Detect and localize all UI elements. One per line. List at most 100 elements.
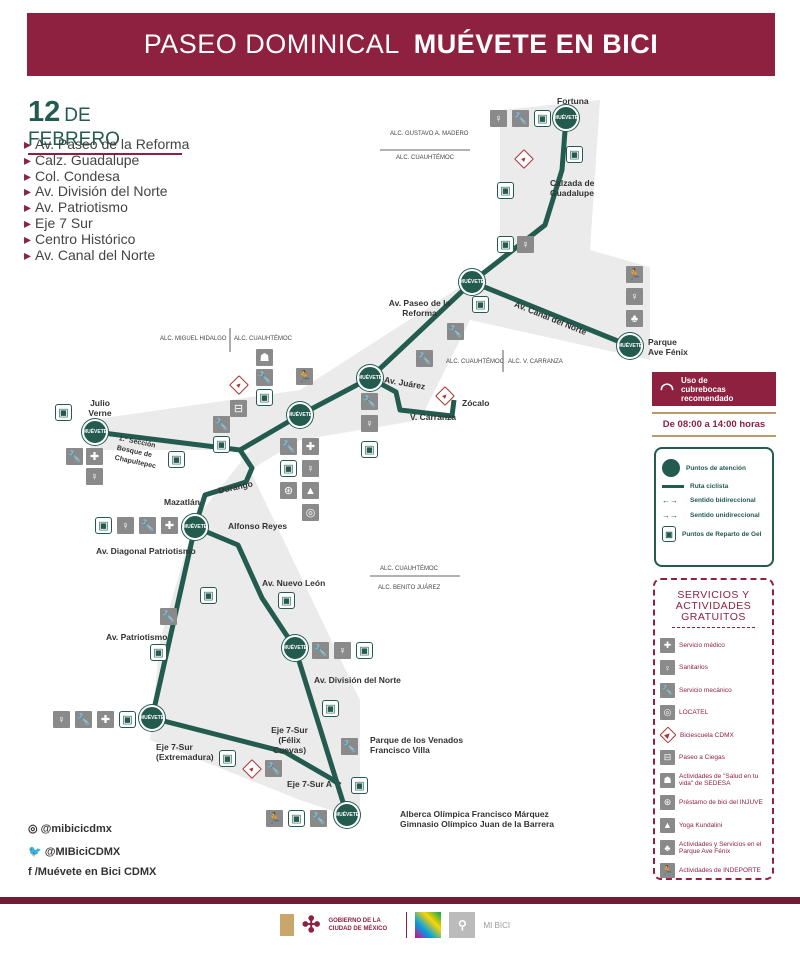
place-label: Gimnasio Olímpico Juan de la Barrera <box>400 819 554 829</box>
service-label: LOCATEL <box>679 709 709 717</box>
place-label: Mazatlán <box>164 497 200 507</box>
divider <box>406 912 408 938</box>
gel-icon: ▣ <box>322 700 339 717</box>
legend-label: Ruta ciclista <box>690 483 729 490</box>
gel-icon: ▣ <box>213 436 230 453</box>
route-item: Av. Patriotismo <box>24 199 189 216</box>
route-juarez <box>368 375 457 419</box>
attention-point-juarez[interactable]: MUÉVETE <box>357 365 383 391</box>
services-legend: SERVICIOS Y ACTIVIDADES GRATUITOS ✚Servi… <box>653 578 774 880</box>
paseo-ciegas-icon: ⊟ <box>660 750 675 766</box>
bidirectional-arrow-icon: ←→ <box>662 496 678 505</box>
place-label: Parque de los Venados Francisco Villa <box>370 735 464 755</box>
place-label: V. Carranza <box>410 412 456 422</box>
place-label: Julio Verne <box>88 398 112 418</box>
gel-icon: ▣ <box>662 526 676 542</box>
gel-icon: ▣ <box>472 296 489 313</box>
facebook-handle: /Muévete en Bici CDMX <box>34 866 157 878</box>
title-bold: MUÉVETE EN BICI <box>413 29 659 59</box>
gel-icon: ▣ <box>278 592 295 609</box>
gel-icon: ▣ <box>361 441 378 458</box>
title-light: PASEO DOMINICAL <box>143 29 400 59</box>
service-label: Préstamo de bici del INJUVE <box>679 799 763 807</box>
gel-icon: ▣ <box>497 236 514 253</box>
gel-icon: ▣ <box>497 182 514 199</box>
route-item: Calz. Guadalupe <box>24 152 189 169</box>
instagram-icon: ◎ <box>28 823 41 835</box>
place-label: Eje 7-Sur (Extremadura) <box>156 742 214 762</box>
alcaldia-label: ALC. GUSTAVO A. MADERO <box>390 131 469 137</box>
route-item: Centro Histórico <box>24 231 189 248</box>
route-item: Av. División del Norte <box>24 184 189 200</box>
attention-point-mazatlan[interactable]: MUÉVETE <box>182 514 208 540</box>
wrench-icon: 🔧 <box>280 438 297 455</box>
place-label: Eje 7-Sur A <box>287 779 333 789</box>
place-label: Calzada de Guadalupe <box>550 178 595 198</box>
alcaldia-label: ALC. CUAUHTÉMOC <box>234 336 293 342</box>
indeporte-icon: 🏃 <box>626 266 643 283</box>
wrench-icon: 🔧 <box>66 448 83 465</box>
restroom-icon: ♀ <box>660 660 675 676</box>
attention-point-angel[interactable]: MUÉVETE <box>287 402 313 428</box>
twitter-handle: @MIBiciCDMX <box>44 846 121 858</box>
date-day: 12 <box>28 96 61 128</box>
wrench-icon: 🔧 <box>256 369 273 386</box>
attention-point-julio-verne[interactable]: MUÉVETE <box>82 419 108 445</box>
mibici-logo-text: MI BICI <box>483 920 511 930</box>
unidirectional-arrow-icon: →→ <box>662 511 678 520</box>
restroom-icon: ♀ <box>86 468 103 485</box>
gel-icon: ▣ <box>356 642 373 659</box>
paseo-ciegas-icon: ⊟ <box>230 400 247 417</box>
attention-point-reforma[interactable]: MUÉVETE <box>459 269 485 295</box>
alcaldia-label: ALC. BENITO JUÁREZ <box>378 585 441 591</box>
cdmx-logo-icon: ✣ <box>302 912 321 937</box>
route-calzada-guadalupe <box>470 117 569 284</box>
twitter-link[interactable]: 🐦 @MIBiciCDMX <box>28 845 120 858</box>
route-item: Eje 7 Sur <box>24 215 189 232</box>
wrench-icon: 🔧 <box>139 517 156 534</box>
locatel-icon: ◎ <box>302 504 319 521</box>
attention-point-ave-fenix[interactable]: MUÉVETE <box>617 333 643 359</box>
service-label: Servicio mecánico <box>679 686 732 694</box>
facebook-link[interactable]: f /Muévete en Bici CDMX <box>28 866 156 878</box>
bicycle-icon: ⚲ <box>449 912 476 938</box>
attention-point-division-norte[interactable]: MUÉVETE <box>282 635 308 661</box>
attention-point-eje7[interactable]: MUÉVETE <box>139 705 165 731</box>
attention-point-fortuna[interactable]: MUÉVETE <box>553 105 579 131</box>
place-label: Av. Paseo de la Reforma <box>388 298 451 318</box>
legend-label: Puntos de Reparto de Gel <box>682 530 762 538</box>
place-label: Av. Patriotismo <box>106 632 168 642</box>
service-label: Biciescuela CDMX <box>680 731 734 739</box>
sedesa-icon: ☗ <box>660 772 675 788</box>
gel-icon: ▣ <box>219 750 236 767</box>
footer-logos: ✣ GOBIERNO DE LA CIUDAD DE MÉXICO ⚲ MI B… <box>280 912 510 938</box>
restroom-icon: ♀ <box>334 642 351 659</box>
wrench-icon: 🔧 <box>75 711 92 728</box>
gel-icon: ▣ <box>55 404 72 421</box>
service-label: Paseo a Ciegas <box>679 754 725 762</box>
place-label: Alberca Olímpica Francisco Márquez <box>400 809 549 819</box>
street-grid <box>90 100 650 820</box>
service-label: Actividades de "Salud en tu vida" de SED… <box>679 773 759 788</box>
place-label: Alfonso Reyes <box>228 521 288 531</box>
place-label: Parque Ave Fénix <box>648 337 688 357</box>
legend-label: Sentido unidireccional <box>690 512 760 519</box>
wrench-icon: 🔧 <box>265 760 282 777</box>
attention-point-alberca[interactable]: MUÉVETE <box>334 802 360 828</box>
restroom-icon: ♀ <box>361 415 378 432</box>
gov-logo-text: GOBIERNO DE LA CIUDAD DE MÉXICO <box>328 918 388 932</box>
route-item: Av. Canal del Norte <box>24 247 189 264</box>
indeporte-icon: 🏃 <box>266 810 283 827</box>
instagram-link[interactable]: ◎ @mibicicdmx <box>28 822 112 835</box>
medical-icon: ✚ <box>660 637 675 653</box>
coat-of-arms-logo <box>280 914 294 936</box>
mask-notice: ◠Uso de cubrebocas recomendado <box>652 372 776 406</box>
ave-fenix-icon: ♣ <box>626 310 643 327</box>
restroom-icon: ♀ <box>53 711 70 728</box>
injuve-bike-icon: ⊛ <box>660 795 675 811</box>
injuve-bike-icon: ⊛ <box>280 482 297 499</box>
route-alfonso-reyes <box>194 524 350 816</box>
service-label: Yoga Kundalini <box>679 821 723 829</box>
wrench-icon: 🔧 <box>361 393 378 410</box>
semovi-logo <box>415 912 442 938</box>
